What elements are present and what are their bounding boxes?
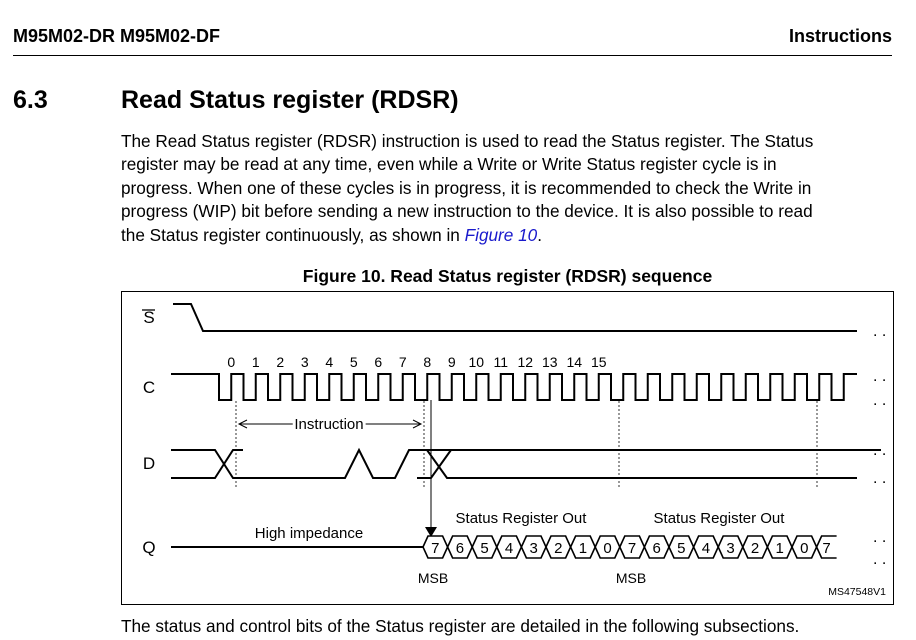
status-bit-6: 6 [456,540,464,557]
status-bit-0: 0 [800,540,808,557]
chapter-title: Instructions [788,26,892,46]
high-impedance-label: High impedance [255,525,363,542]
status-bit-7: 7 [628,540,636,557]
status-bit-1: 1 [579,540,587,557]
clock-number-7: 7 [399,354,407,370]
section-number: 6.3 [13,86,48,114]
data-in-waveform [171,447,881,479]
figure-caption: Figure 10. Read Status register (RDSR) s… [302,266,713,286]
clock-waveform [171,373,857,401]
signal-label-d: D [143,454,155,473]
status-bit-1: 1 [776,540,784,557]
signal-label-s: S [143,308,154,327]
body-line-end: . [537,224,543,245]
clock-number-4: 4 [325,354,333,370]
signal-label-c: C [143,378,155,397]
status-bit-2: 2 [554,540,562,557]
status-register-out-label: Status Register Out [654,510,786,527]
data-in-waveform-inverse [171,449,243,479]
msb-label: MSB [418,570,448,586]
body-line: register may be read at any time, even w… [121,154,777,175]
status-bit-4: 4 [702,540,710,557]
clock-number-10: 10 [468,354,484,370]
continuation-dots: . . [873,551,886,568]
waveforms [171,303,881,548]
status-bit-5: 5 [677,540,685,557]
clock-number-11: 11 [493,354,508,370]
status-bit-partial [815,535,837,559]
body-line-text: the Status register continuously, as sho… [121,224,465,245]
clock-number-15: 15 [591,354,607,370]
guide-lines [235,400,818,537]
status-bit-0: 0 [603,540,611,557]
data-in-waveform-inverse [417,449,452,479]
continuation-dots: . . [873,392,886,409]
data-in-waveform-tail [426,449,857,479]
signal-label-q: Q [142,538,155,557]
status-bit-6: 6 [653,540,661,557]
continuation-dots: . . [873,470,886,487]
body-line: the Status register continuously, as sho… [121,224,901,247]
diagram-frame [121,291,894,605]
status-bit-4: 4 [505,540,513,557]
status-register-out-label: Status Register Out [456,510,588,527]
clock-number-13: 13 [542,354,558,370]
continuation-dots: . . [873,442,886,459]
clock-number-1: 1 [252,354,260,370]
status-bit-7: 7 [431,540,439,557]
status-bit-5: 5 [480,540,488,557]
header-divider [13,55,892,56]
clock-number-9: 9 [448,354,456,370]
body-line: progress (WIP) bit before sending a new … [121,201,813,222]
clock-number-12: 12 [517,354,533,370]
body-paragraph: The Read Status register (RDSR) instruct… [121,130,901,247]
clock-number-6: 6 [374,354,382,370]
body-line: The Read Status register (RDSR) instruct… [121,131,814,151]
clock-number-3: 3 [301,354,309,370]
clock-number-8: 8 [423,354,431,370]
doc-title: M95M02-DR M95M02-DF [13,26,221,46]
clock-number-5: 5 [350,354,358,370]
instruction-arrow-right [412,419,423,429]
body-line: progress. When one of these cycles is in… [121,177,812,198]
status-bit-3: 3 [726,540,734,557]
section-title: Read Status register (RDSR) [121,86,459,114]
status-bit-2: 2 [751,540,759,557]
figure-link[interactable]: Figure 10 [464,224,538,245]
output-delay-arrowhead [425,527,437,537]
instruction-label: Instruction [294,416,363,433]
continuation-dots: . . [873,368,886,385]
q-bus [422,535,837,559]
instruction-arrow-left [237,419,248,429]
chip-select-waveform [173,303,857,332]
clock-number-2: 2 [276,354,284,370]
msb-label: MSB [616,570,646,586]
continuation-dots: . . [873,323,886,340]
status-bit-3: 3 [530,540,538,557]
figure-id: MS47548V1 [828,586,886,598]
clock-number-14: 14 [566,354,582,370]
following-text: The status and control bits of the Statu… [121,616,800,636]
status-bit-7: 7 [822,540,830,557]
continuation-dots: . . [873,529,886,546]
clock-number-0: 0 [227,354,235,370]
